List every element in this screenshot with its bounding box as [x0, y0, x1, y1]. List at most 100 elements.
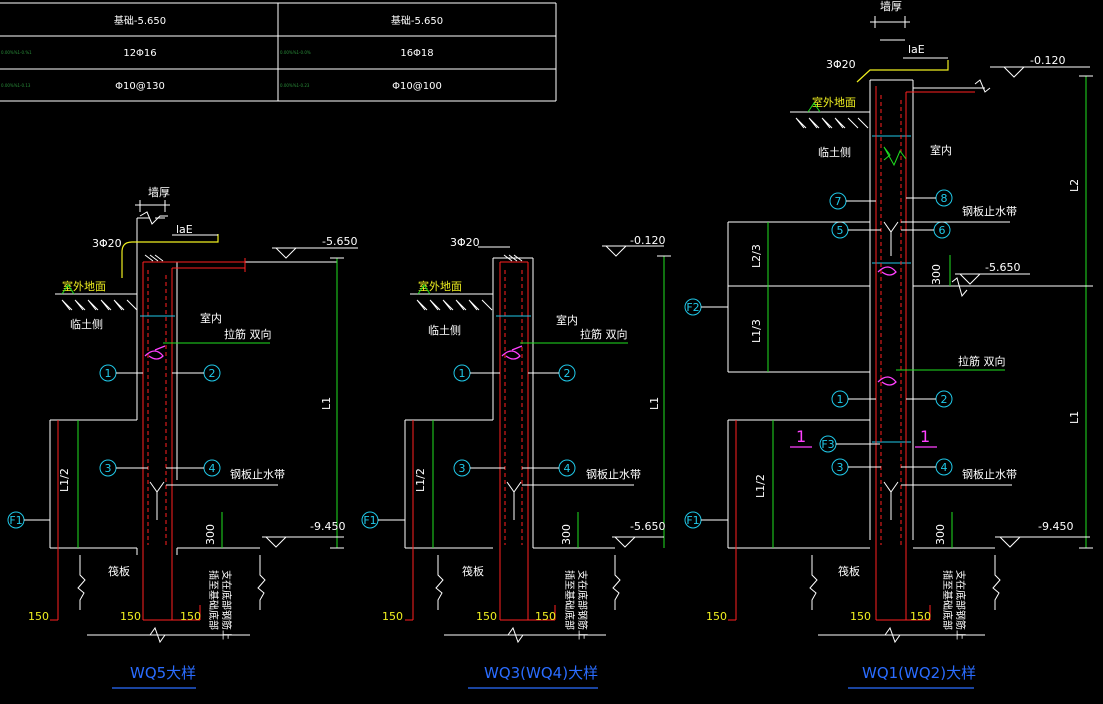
detail-wq5: 墙厚 室外地面 临土侧 室内 3Φ20 laE [7, 185, 358, 689]
dim-l1-3: L1/3 [750, 319, 763, 343]
dim-l1: L1 [320, 397, 333, 410]
table-cell-r3c2: Φ10@100 [392, 81, 442, 92]
detail-title-wq5: WQ5大样 [130, 664, 196, 682]
marker-4: 4 [564, 462, 571, 475]
marker-3: 3 [837, 461, 844, 474]
table-cell-r3c1: Φ10@130 [115, 81, 165, 92]
marker-2: 2 [209, 367, 216, 380]
lae-label: laE [908, 43, 925, 56]
waterstop-label: 钢板止水带 [230, 467, 285, 481]
anchor-note2: 支在底部钢筋上 [954, 570, 967, 640]
dim-l1-half: L1/2 [58, 468, 71, 492]
marker-7: 7 [835, 195, 842, 208]
dim-150: 150 [120, 610, 141, 623]
lae-label: laE [176, 223, 193, 236]
waterstop-label: 钢板止水带 [586, 467, 641, 481]
anchor-note2: 支在底部钢筋上 [220, 570, 233, 640]
outside-ground-label: 室外地面 [418, 279, 462, 293]
anchor-note: 插至基础底部 [563, 570, 576, 630]
table-cell-r2c1: 12Φ16 [123, 48, 156, 59]
detail-title-wq1: WQ1(WQ2)大样 [862, 664, 976, 682]
soil-side-label: 临土侧 [70, 317, 103, 331]
marker-3: 3 [105, 462, 112, 475]
marker-f1: F1 [9, 514, 22, 527]
elev-bottom: -5.650 [630, 520, 665, 533]
indoor-label: 室内 [930, 143, 952, 157]
dim-150: 150 [28, 610, 49, 623]
raft-label: 筏板 [838, 564, 860, 578]
anchor-note: 插至基础底部 [207, 570, 220, 630]
waterstop-upper-label: 钢板止水带 [962, 204, 1017, 218]
marker-f1: F1 [686, 514, 699, 527]
marker-1: 1 [105, 367, 112, 380]
soil-side-label: 临土侧 [428, 323, 461, 337]
marker-1: 1 [459, 367, 466, 380]
raft-label: 筏板 [462, 564, 484, 578]
top-bars-label: 3Φ20 [826, 58, 856, 71]
wall-thickness-label: 墙厚 [148, 185, 170, 199]
tie-bars-label: 拉筋 双向 [224, 327, 272, 341]
soil-side-label: 临土侧 [818, 145, 851, 159]
section-mark-right: 1 [920, 427, 930, 446]
marker-f2: F2 [686, 301, 699, 314]
tie-bars-label: 拉筋 双向 [958, 354, 1006, 368]
raft-label: 筏板 [108, 564, 130, 578]
dim-l2: L2 [1068, 179, 1081, 192]
dim-l1: L1 [1068, 411, 1081, 424]
indoor-label: 室内 [200, 311, 222, 325]
dim-300: 300 [560, 524, 573, 545]
table-tiny-label: 0.00%%1-0.%1 [1, 50, 32, 55]
section-mark-left: 1 [796, 427, 806, 446]
elev-top: -0.120 [1030, 54, 1065, 67]
dim-150: 150 [476, 610, 497, 623]
top-bars-label: 3Φ20 [92, 237, 122, 250]
dim-300-upper: 300 [930, 264, 943, 285]
anchor-note2: 支在底部钢筋上 [576, 570, 589, 640]
detail-title-wq3: WQ3(WQ4)大样 [484, 664, 598, 682]
dim-l1-half: L1/2 [754, 474, 767, 498]
anchor-note: 插至基础底部 [941, 570, 954, 630]
waterstop-lower-label: 钢板止水带 [962, 467, 1017, 481]
wall-thickness-label: 墙厚 [880, 0, 902, 13]
marker-2: 2 [564, 367, 571, 380]
dim-150: 150 [535, 610, 556, 623]
detail-wq3: 室外地面 临土侧 室内 3Φ20 拉筋 双向 1 2 3 4 钢板止水带 [361, 234, 671, 689]
marker-8: 8 [941, 192, 948, 205]
dim-150: 150 [180, 610, 201, 623]
dim-150: 150 [850, 610, 871, 623]
table-cell-r2c2: 16Φ18 [400, 48, 433, 59]
table-tiny-label: 0.00%%1-0.13 [1, 83, 31, 88]
marker-5: 5 [837, 224, 844, 237]
top-bars-label: 3Φ20 [450, 236, 480, 249]
indoor-label: 室内 [556, 313, 578, 327]
detail-wq1: 墙厚 laE 3Φ20 室外地面 临土侧 室内 [684, 0, 1093, 689]
outside-ground-label: 室外地面 [62, 279, 106, 293]
rebar-table: 基础-5.650 基础-5.650 12Φ16 16Φ18 Φ10@130 Φ1… [0, 2, 557, 102]
dim-l1: L1 [648, 397, 661, 410]
elev-bottom: -9.450 [1038, 520, 1073, 533]
dim-l1-half: L1/2 [414, 468, 427, 492]
marker-f3: F3 [821, 438, 834, 451]
dim-l2-3: L2/3 [750, 244, 763, 268]
elev-bottom: -9.450 [310, 520, 345, 533]
table-tiny-label: 0.00%%1-0.23 [280, 83, 310, 88]
marker-1: 1 [837, 393, 844, 406]
marker-f1: F1 [363, 514, 376, 527]
dim-300: 300 [934, 524, 947, 545]
dim-150: 150 [382, 610, 403, 623]
outside-ground-label: 室外地面 [812, 95, 856, 109]
marker-4: 4 [941, 461, 948, 474]
marker-6: 6 [939, 224, 946, 237]
dim-300: 300 [204, 524, 217, 545]
dim-150: 150 [706, 610, 727, 623]
marker-4: 4 [209, 462, 216, 475]
table-cell-r1c1: 基础-5.650 [114, 14, 166, 27]
dim-150: 150 [910, 610, 931, 623]
table-tiny-label: 0.00%%1-0.0% [280, 50, 311, 55]
elev-top: -0.120 [630, 234, 665, 247]
elev-mid: -5.650 [985, 261, 1020, 274]
marker-3: 3 [459, 462, 466, 475]
marker-2: 2 [941, 393, 948, 406]
elev-top: -5.650 [322, 235, 357, 248]
